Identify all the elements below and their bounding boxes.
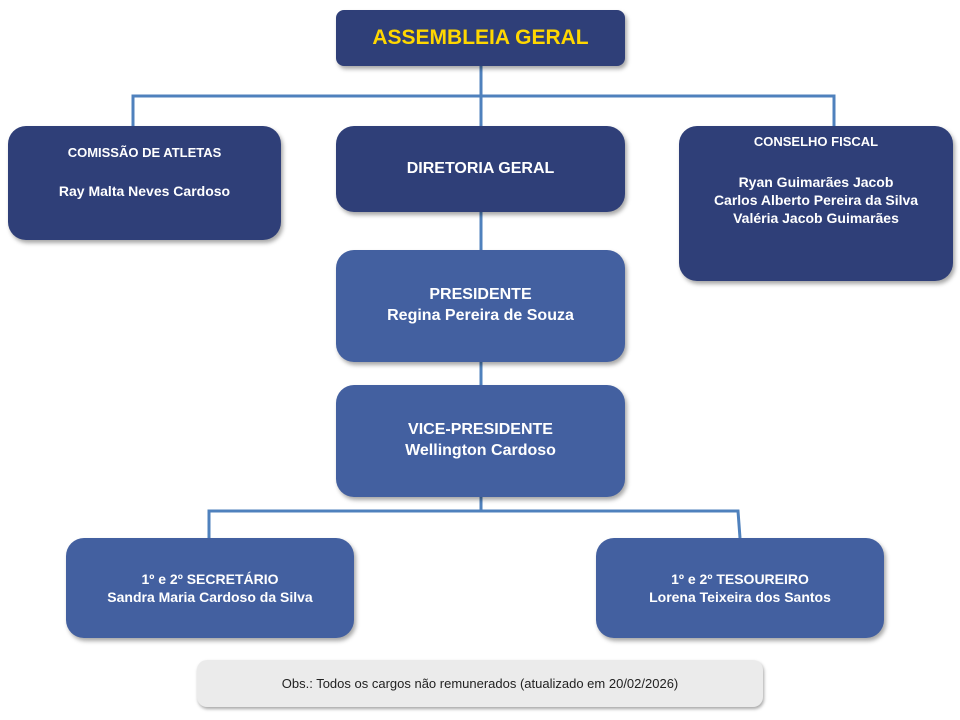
comissao-atletas-title: COMISSÃO DE ATLETAS xyxy=(67,145,222,160)
tesoureiro-name: Lorena Teixeira dos Santos xyxy=(649,589,831,605)
assembleia-geral-box: ASSEMBLEIA GERAL xyxy=(336,10,625,66)
vice-presidente-title: VICE-PRESIDENTE xyxy=(408,421,553,439)
observation-note: Obs.: Todos os cargos não remunerados (a… xyxy=(197,660,763,707)
comissao-member: Ray Malta Neves Cardoso xyxy=(58,182,231,199)
observation-text: Obs.: Todos os cargos não remunerados (a… xyxy=(281,676,679,691)
secretario-title: 1º e 2º SECRETÁRIO xyxy=(141,570,279,587)
presidente-title: PRESIDENTE xyxy=(429,286,532,304)
conselho-fiscal-box: CONSELHO FISCAL Ryan Guimarães Jacob Car… xyxy=(679,126,953,281)
secretario-box: 1º e 2º SECRETÁRIO Sandra Maria Cardoso … xyxy=(66,538,354,638)
tesoureiro-box: 1º e 2º TESOUREIRO Lorena Teixeira dos S… xyxy=(596,538,884,638)
connector-top-bus xyxy=(131,94,836,126)
assembleia-geral-title: ASSEMBLEIA GERAL xyxy=(372,26,589,49)
vice-presidente-box: VICE-PRESIDENTE Wellington Cardoso xyxy=(336,385,625,497)
conselho-member: Carlos Alberto Pereira da Silva xyxy=(713,192,919,209)
connector-bottom-bus xyxy=(207,509,742,539)
conselho-member: Ryan Guimarães Jacob xyxy=(738,173,894,190)
presidente-name: Regina Pereira de Souza xyxy=(387,307,574,324)
tesoureiro-title: 1º e 2º TESOUREIRO xyxy=(671,570,809,587)
secretario-name: Sandra Maria Cardoso da Silva xyxy=(107,589,313,605)
comissao-atletas-box: COMISSÃO DE ATLETAS Ray Malta Neves Card… xyxy=(8,126,281,240)
conselho-fiscal-title: CONSELHO FISCAL xyxy=(753,134,879,149)
presidente-box: PRESIDENTE Regina Pereira de Souza xyxy=(336,250,625,362)
diretoria-geral-box: DIRETORIA GERAL xyxy=(336,126,625,212)
conselho-member: Valéria Jacob Guimarães xyxy=(733,210,899,227)
diretoria-geral-title: DIRETORIA GERAL xyxy=(406,160,555,177)
vice-presidente-name: Wellington Cardoso xyxy=(405,442,556,459)
